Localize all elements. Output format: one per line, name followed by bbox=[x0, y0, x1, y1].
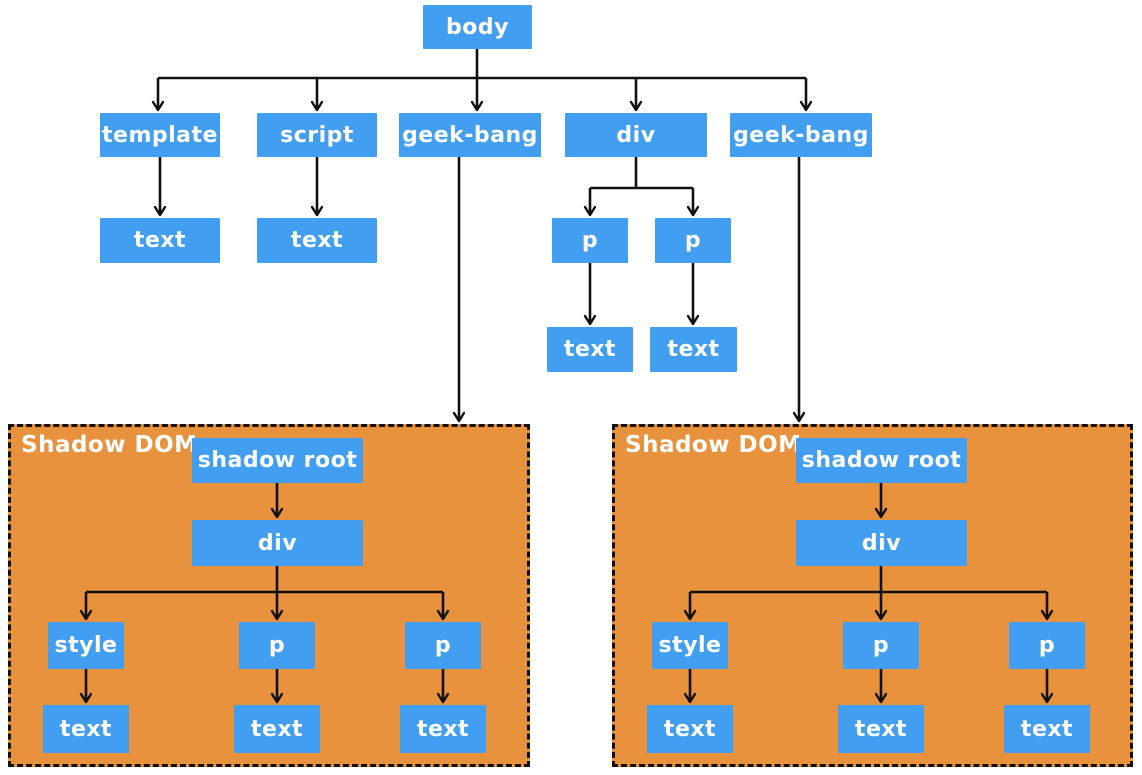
shadow-div-node-left: div bbox=[192, 520, 363, 566]
shadow-p-node-right-1: p bbox=[843, 622, 919, 669]
p-node-left: p bbox=[552, 218, 628, 263]
body-node: body bbox=[423, 5, 532, 49]
geek-bang-node-right: geek-bang bbox=[730, 113, 872, 157]
template-node: template bbox=[100, 113, 220, 157]
script-node: script bbox=[257, 113, 377, 157]
geek-bang-node-left: geek-bang bbox=[399, 113, 541, 157]
p-text-node-left: text bbox=[547, 327, 633, 372]
shadow-dom-right-panel: Shadow DOM shadow root div style p p tex… bbox=[612, 424, 1133, 767]
shadow-p-node-left-1: p bbox=[239, 622, 315, 669]
shadow-text-node-left-2: text bbox=[234, 705, 320, 753]
p-node-right: p bbox=[655, 218, 731, 263]
shadow-dom-left-panel: Shadow DOM shadow root div style p p tex… bbox=[8, 424, 530, 767]
shadow-text-node-right-2: text bbox=[838, 705, 924, 753]
template-text-node: text bbox=[100, 218, 220, 263]
shadow-p-node-left-2: p bbox=[405, 622, 481, 669]
shadow-text-node-right-1: text bbox=[647, 705, 733, 753]
shadow-style-node-right: style bbox=[652, 622, 728, 669]
shadow-text-node-left-1: text bbox=[43, 705, 129, 753]
shadow-p-node-right-2: p bbox=[1009, 622, 1085, 669]
shadow-text-node-right-3: text bbox=[1004, 705, 1090, 753]
script-text-node: text bbox=[257, 218, 377, 263]
shadow-text-node-left-3: text bbox=[400, 705, 486, 753]
shadow-root-node-left: shadow root bbox=[192, 438, 363, 483]
shadow-dom-right-label: Shadow DOM bbox=[625, 432, 802, 458]
div-node: div bbox=[565, 113, 707, 157]
shadow-root-node-right: shadow root bbox=[796, 438, 967, 483]
p-text-node-right: text bbox=[650, 327, 737, 372]
shadow-div-node-right: div bbox=[796, 520, 967, 566]
shadow-dom-left-label: Shadow DOM bbox=[21, 432, 198, 458]
shadow-style-node-left: style bbox=[48, 622, 124, 669]
